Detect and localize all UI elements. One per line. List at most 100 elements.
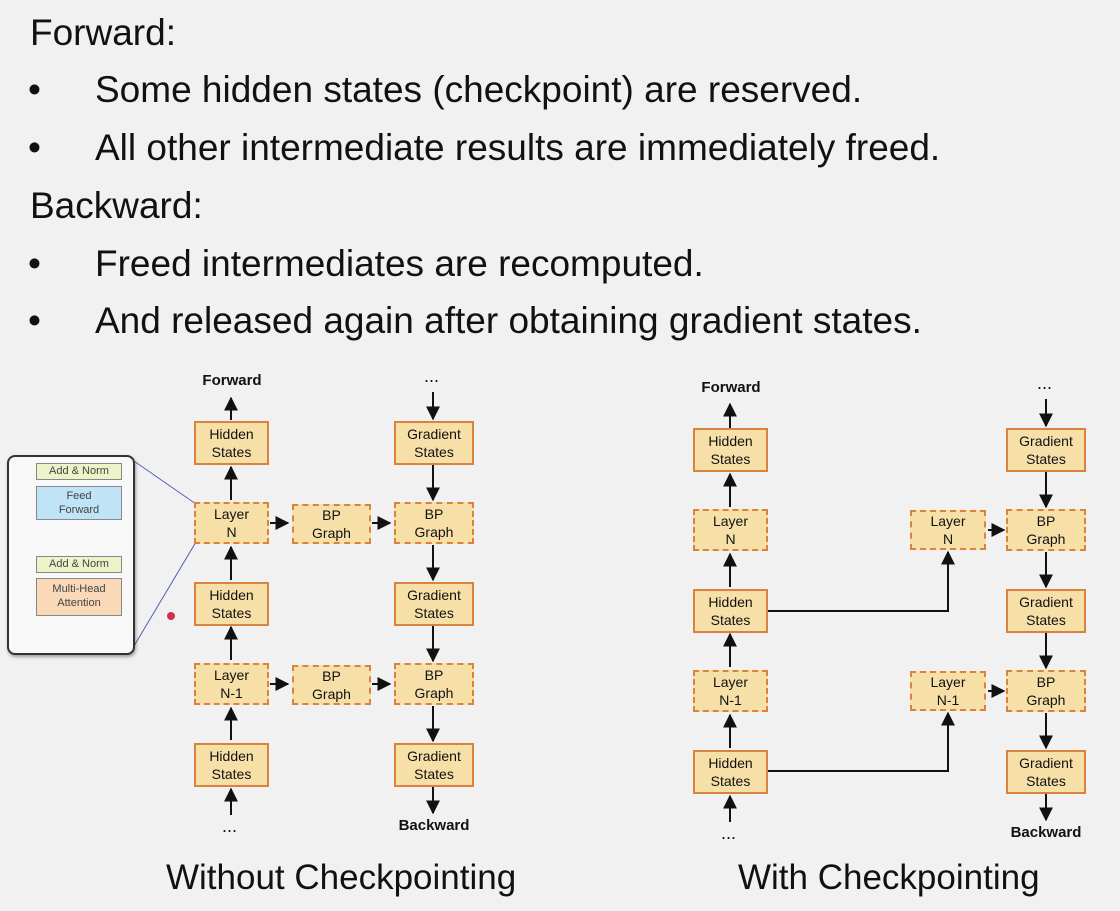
- feed-forward-line-2: Forward: [58, 504, 100, 516]
- right-caption: With Checkpointing: [738, 858, 1040, 897]
- bullet-glyph: •: [28, 300, 41, 341]
- attention-line-1: Multi-Head: [52, 583, 106, 595]
- left-forward-label: Forward: [202, 372, 262, 389]
- box-line-1: Hidden: [708, 755, 753, 771]
- box-line-1: Layer: [930, 513, 966, 529]
- box-line-2: Graph: [312, 686, 351, 702]
- box-line-1: BP: [322, 668, 341, 684]
- transformer-block-inset: [7, 455, 135, 655]
- box-line-2: States: [414, 605, 454, 621]
- right-bp-graph-n-1: BP Graph: [1006, 670, 1086, 712]
- box-line-2: States: [1026, 773, 1066, 789]
- box-line-1: Hidden: [708, 594, 753, 610]
- box-line-2: States: [211, 766, 252, 782]
- box-line-2: Graph: [414, 524, 454, 540]
- box-line-1: Layer: [213, 506, 250, 522]
- pointer-dot: [167, 612, 175, 620]
- box-line-2: States: [710, 612, 751, 628]
- box-line-2: States: [710, 451, 751, 467]
- box-line-1: Layer: [213, 667, 250, 683]
- bullet-glyph: •: [28, 243, 41, 284]
- multi-head-attention-block: Multi-Head Attention: [36, 578, 122, 616]
- left-bp-graph-n: BP Graph: [292, 504, 371, 544]
- box-line-2: Graph: [1026, 531, 1066, 547]
- feed-forward-block: Feed Forward: [36, 486, 122, 520]
- box-line-2: States: [414, 766, 454, 782]
- box-line-1: Gradient: [407, 748, 461, 764]
- box-line-1: Hidden: [209, 587, 254, 603]
- box-line-2: States: [1026, 612, 1066, 628]
- left-backward-label: Backward: [398, 817, 470, 834]
- box-line-1: Hidden: [209, 748, 254, 764]
- feed-forward-line-1: Feed: [66, 490, 92, 502]
- box-line-2: Graph: [414, 685, 454, 701]
- left-top-ellipsis: ...: [424, 366, 440, 386]
- add-norm-bottom: Add & Norm: [36, 556, 122, 573]
- backward-bullet-2: And released again after obtaining gradi…: [95, 300, 922, 341]
- box-line-2: States: [211, 444, 252, 460]
- box-line-1: BP: [1036, 674, 1056, 690]
- box-line-1: Hidden: [708, 433, 753, 449]
- box-line-2: States: [211, 605, 252, 621]
- box-line-2: N-1: [220, 685, 243, 701]
- add-norm-top: Add & Norm: [36, 463, 122, 480]
- bullet-glyph: •: [28, 127, 41, 168]
- right-forward-label: Forward: [701, 379, 761, 396]
- left-bp-graph-n-1: BP Graph: [292, 665, 371, 705]
- right-backward-label: Backward: [1010, 824, 1082, 841]
- right-bottom-ellipsis: ...: [721, 823, 737, 843]
- box-line-2: States: [710, 773, 751, 789]
- box-line-1: Gradient: [407, 587, 461, 603]
- box-line-1: Hidden: [209, 426, 254, 442]
- forward-bullet-1: Some hidden states (checkpoint) are rese…: [95, 69, 863, 110]
- left-bp-graph-col-n: BP Graph: [394, 502, 474, 544]
- box-line-2: States: [414, 444, 454, 460]
- box-line-1: BP: [424, 667, 444, 683]
- backward-bullet-1: Freed intermediates are recomputed.: [95, 243, 704, 284]
- box-line-2: States: [1026, 451, 1066, 467]
- box-line-2: N-1: [719, 692, 742, 708]
- left-caption: Without Checkpointing: [166, 858, 517, 897]
- box-line-1: Layer: [712, 513, 749, 529]
- box-line-1: Gradient: [1019, 594, 1073, 610]
- bullet-glyph: •: [28, 69, 41, 110]
- box-line-2: N: [942, 531, 954, 547]
- box-line-2: N: [226, 524, 237, 540]
- box-line-1: Layer: [712, 674, 749, 690]
- box-line-2: N: [725, 531, 736, 547]
- box-line-2: N-1: [936, 692, 960, 708]
- box-line-2: Graph: [1026, 692, 1066, 708]
- box-line-2: Graph: [312, 525, 351, 541]
- backward-heading: Backward:: [30, 185, 203, 226]
- forward-bullet-2: All other intermediate results are immed…: [95, 127, 941, 168]
- right-top-ellipsis: ...: [1037, 373, 1053, 393]
- box-line-1: Gradient: [407, 426, 461, 442]
- box-line-1: Gradient: [1019, 755, 1073, 771]
- box-line-1: BP: [322, 507, 341, 523]
- forward-heading: Forward:: [30, 12, 176, 53]
- box-line-1: BP: [424, 506, 444, 522]
- box-line-1: Gradient: [1019, 433, 1073, 449]
- left-bottom-ellipsis: ...: [222, 816, 238, 836]
- box-line-1: Layer: [930, 674, 966, 690]
- attention-line-2: Attention: [57, 597, 101, 609]
